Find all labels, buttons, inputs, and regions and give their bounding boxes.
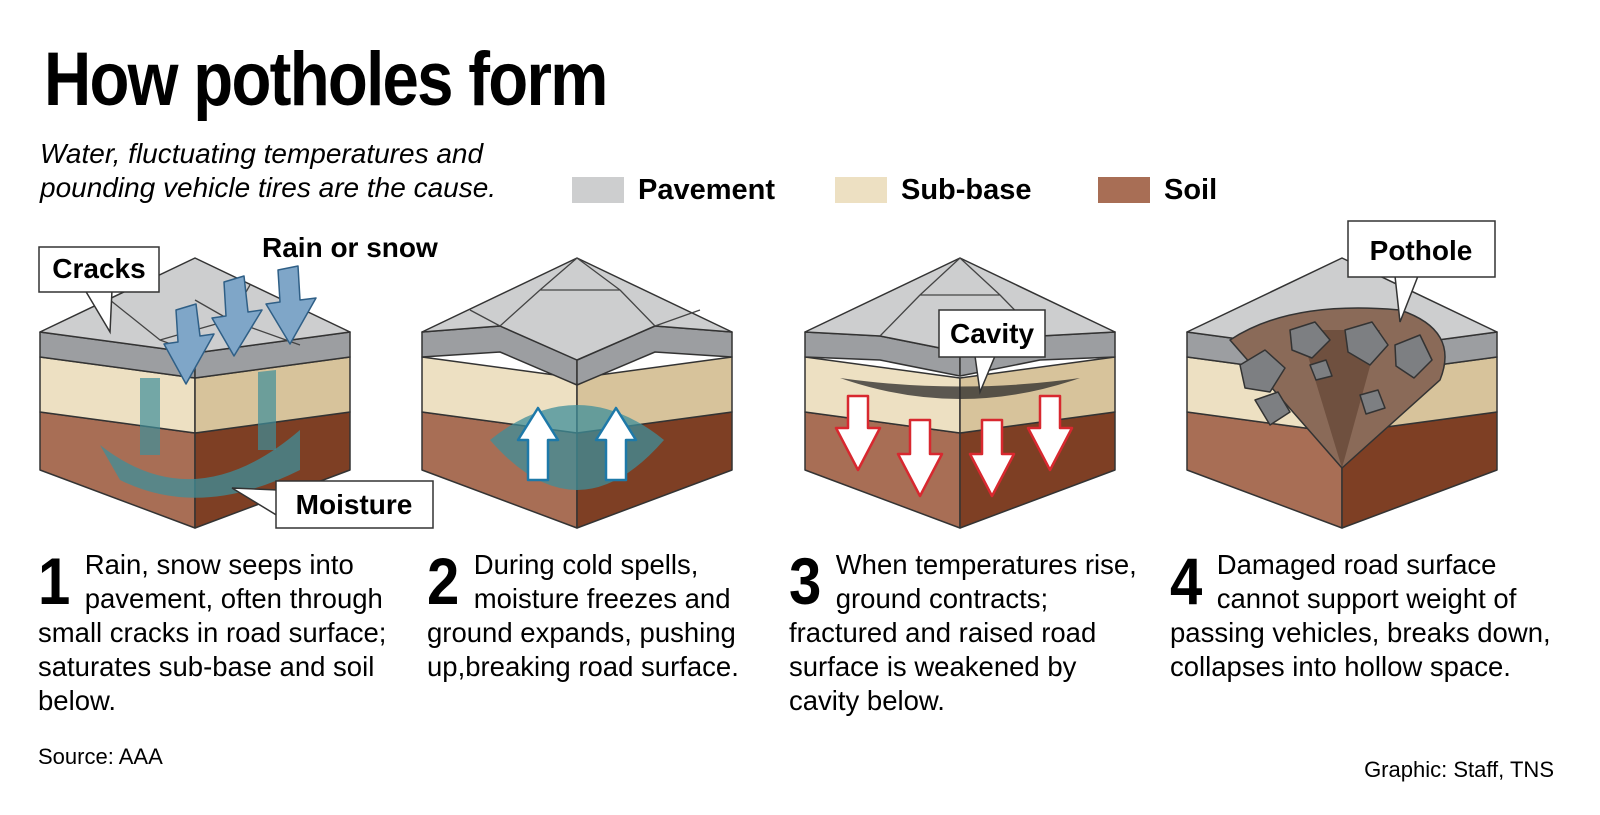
pothole-box (1347, 220, 1496, 278)
contract-arrow-3 (968, 418, 1016, 498)
moisture-box (275, 480, 434, 529)
step-1-text: Rain, snow seeps into pavement, often th… (38, 549, 387, 716)
block-1-moisture-seep-right (258, 370, 276, 450)
rubble-chunk-7 (1309, 359, 1333, 381)
cracks-label: Cracks (52, 253, 145, 284)
block-2-freeze (421, 257, 733, 529)
callout-cracks: Cracks (38, 246, 160, 335)
pothole-diagram: Cracks Rain or snow Moisture Cavity Poth… (38, 220, 1498, 529)
pavement-swatch (572, 177, 624, 203)
legend-soil: Soil (1098, 172, 1217, 208)
subbase-swatch (835, 177, 887, 203)
block-2-cracks (469, 257, 701, 327)
rubble-chunk-4 (1394, 334, 1433, 379)
step-descriptions: 1 Rain, snow seeps into pavement, often … (0, 548, 1600, 738)
moisture-label: Moisture (296, 489, 413, 520)
rain-arrow-2 (211, 275, 263, 357)
rubble-chunk-1 (1239, 349, 1286, 393)
contract-arrow-4 (1026, 394, 1074, 472)
step-4-text: Damaged road surface cannot support weig… (1170, 549, 1551, 682)
source-note: Source: AAA (38, 744, 163, 769)
callout-pothole: Pothole (1347, 220, 1496, 323)
block-4-collapse (1186, 257, 1498, 529)
expand-arrow-1 (516, 406, 560, 482)
rain-label: Rain or snow (262, 232, 438, 263)
cracks-box (38, 246, 160, 293)
expand-arrow-2 (594, 406, 638, 482)
graphic-credit: Graphic: Staff, TNS (1364, 757, 1554, 782)
step-2-number: 2 (427, 544, 460, 618)
rain-arrow-1 (163, 303, 215, 385)
rubble-chunk-3 (1344, 321, 1389, 366)
step-1: 1 Rain, snow seeps into pavement, often … (38, 548, 413, 718)
legend-pavement: Pavement (572, 172, 775, 208)
block-3-contraction (804, 257, 1116, 529)
subtitle: Water, fluctuating temperatures and poun… (40, 138, 497, 203)
contract-arrow-2 (896, 418, 944, 498)
block-1-moisture-seep-left (140, 378, 160, 455)
soil-swatch (1098, 177, 1150, 203)
block-3-subbase-right (959, 356, 1116, 434)
block-1-moisture (100, 430, 300, 498)
step-2-text: During cold spells, moisture freezes and… (427, 549, 739, 682)
step-4-number: 4 (1170, 544, 1203, 618)
step-3-number: 3 (789, 544, 822, 618)
step-3-text: When temperatures rise, ground contracts… (789, 549, 1137, 716)
legend-label-pavement: Pavement (638, 173, 776, 206)
cavity-label: Cavity (950, 318, 1034, 349)
rubble-chunk-5 (1254, 391, 1291, 426)
block-1-seepage (39, 257, 351, 529)
contract-arrow-1 (834, 394, 882, 472)
step-1-number: 1 (38, 544, 71, 618)
rain-arrow-3 (265, 265, 317, 345)
rubble-chunk-6 (1359, 389, 1386, 415)
step-3: 3 When temperatures rise, ground contrac… (789, 548, 1154, 718)
step-2: 2 During cold spells, moisture freezes a… (427, 548, 772, 684)
legend-subbase: Sub-base (835, 172, 1032, 208)
page-title: How potholes form (44, 37, 608, 122)
pothole-label: Pothole (1370, 235, 1473, 266)
callout-moisture: Moisture (231, 480, 434, 529)
callout-cavity: Cavity (938, 309, 1046, 395)
step-4: 4 Damaged road surface cannot support we… (1170, 548, 1555, 684)
legend-label-soil: Soil (1164, 173, 1218, 206)
legend-label-subbase: Sub-base (901, 173, 1032, 206)
rubble-chunk-2 (1289, 321, 1331, 359)
block-3-cavity (840, 378, 1080, 399)
cavity-box (938, 309, 1046, 358)
